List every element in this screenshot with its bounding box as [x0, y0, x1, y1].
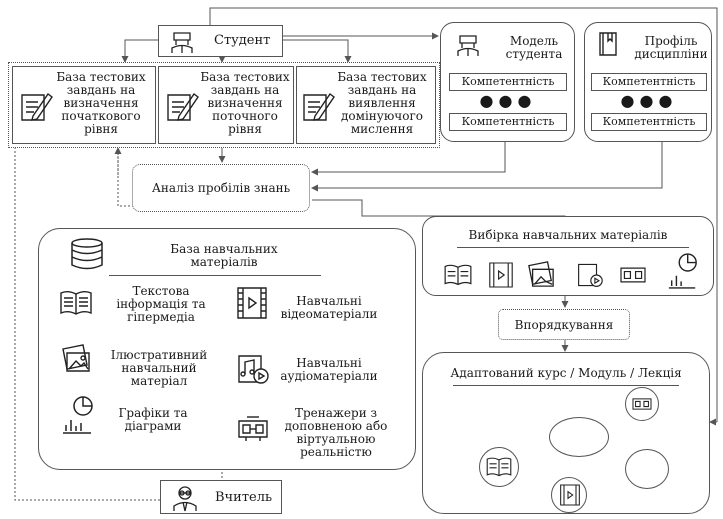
- student-model-title: Модель студента: [505, 34, 563, 61]
- vr-icon: [620, 267, 646, 283]
- selection-box: Вибірка навчальних матеріалів: [422, 216, 714, 296]
- book-icon: [599, 32, 617, 56]
- images-icon: [528, 261, 554, 287]
- student-model-box: Модель студента Компетентність ●●● Компе…: [440, 22, 575, 142]
- materials-base-title: База навчальних матеріалів: [170, 242, 278, 269]
- chart-icon: [668, 253, 697, 289]
- chart-icon: [63, 396, 93, 434]
- open-book-icon: [486, 457, 512, 477]
- test-base-current: База тестових завдань на визначення пото…: [158, 66, 294, 144]
- teacher-box: Вчитель: [160, 480, 282, 514]
- branch-node-film: [551, 477, 587, 513]
- film-icon: [489, 262, 513, 288]
- test-base-dominant: База тестових завдань на виявлення домін…: [296, 66, 436, 144]
- audio-label: Навчальні аудіоматеріали: [280, 356, 378, 383]
- charts-label: Графіки та діаграми: [118, 406, 188, 433]
- selection-divider: [457, 247, 689, 248]
- video-label: Навчальні відеоматеріали: [280, 294, 378, 321]
- audio-icon: [578, 263, 603, 287]
- film-icon: [237, 287, 267, 319]
- student-label: Студент: [214, 33, 271, 48]
- student-icon: [457, 35, 479, 56]
- discipline-profile-box: Профіль дисципліни Компетентність ●●● Ко…: [584, 22, 712, 142]
- root-node: [479, 447, 519, 487]
- student-model-dots: ●●●: [479, 91, 537, 110]
- open-book-icon: [444, 264, 472, 286]
- adaptive-divider: [453, 385, 679, 386]
- student-icon: [171, 32, 193, 53]
- open-book-icon: [60, 291, 92, 315]
- student-competence-1: Компетентність: [449, 73, 567, 91]
- materials-base-divider: [109, 275, 321, 276]
- test-base-initial: База тестових завдань на визначення поча…: [12, 66, 156, 144]
- discipline-competence-2: Компетентність: [591, 113, 707, 131]
- leaf-node-vr: [625, 387, 659, 421]
- adaptive-course-title: Адаптований курс / Модуль / Лекція: [450, 366, 682, 380]
- discipline-competence-1: Компетентність: [591, 73, 707, 91]
- branch-node-empty: [549, 417, 609, 457]
- test-base-initial-label: База тестових завдань на визначення поча…: [56, 70, 146, 136]
- leaf-node-empty: [625, 449, 669, 489]
- test-sheet-icon: [167, 93, 199, 121]
- audio-icon: [238, 355, 269, 384]
- test-sheet-icon: [303, 93, 335, 121]
- teacher-label: Вчитель: [215, 490, 273, 505]
- selection-title: Вибірка навчальних матеріалів: [468, 228, 668, 242]
- discipline-profile-dots: ●●●: [620, 91, 678, 110]
- ordering-box: Впорядкування: [498, 309, 630, 340]
- test-base-current-label: База тестових завдань на визначення пото…: [200, 70, 290, 136]
- text-info-label: Текстова інформація та гіпермедіа: [116, 284, 206, 324]
- database-icon: [71, 238, 103, 270]
- test-base-dominant-label: База тестових завдань на виявлення домін…: [337, 70, 427, 136]
- film-icon: [560, 484, 580, 506]
- analysis-box: Аналіз пробілів знань: [132, 164, 310, 212]
- illustrative-label: Ілюстративний навчальний матеріал: [110, 348, 208, 388]
- analysis-label: Аналіз пробілів знань: [151, 181, 291, 195]
- adaptive-course-box: Адаптований курс / Модуль / Лекція: [422, 352, 710, 514]
- materials-base-box: База навчальних матеріалів Текстова інфо…: [38, 228, 416, 470]
- vr-icon: [238, 416, 268, 441]
- ordering-label: Впорядкування: [514, 318, 614, 332]
- student-box: Студент: [158, 25, 283, 57]
- vr-icon: [632, 398, 652, 410]
- vr-label: Тренажери з доповненою або віртуальною р…: [284, 406, 388, 459]
- test-sheet-icon: [21, 93, 53, 121]
- student-competence-2: Компетентність: [449, 113, 567, 131]
- images-icon: [62, 344, 90, 372]
- discipline-profile-title: Профіль дисципліни: [634, 34, 708, 61]
- teacher-icon: [173, 486, 197, 512]
